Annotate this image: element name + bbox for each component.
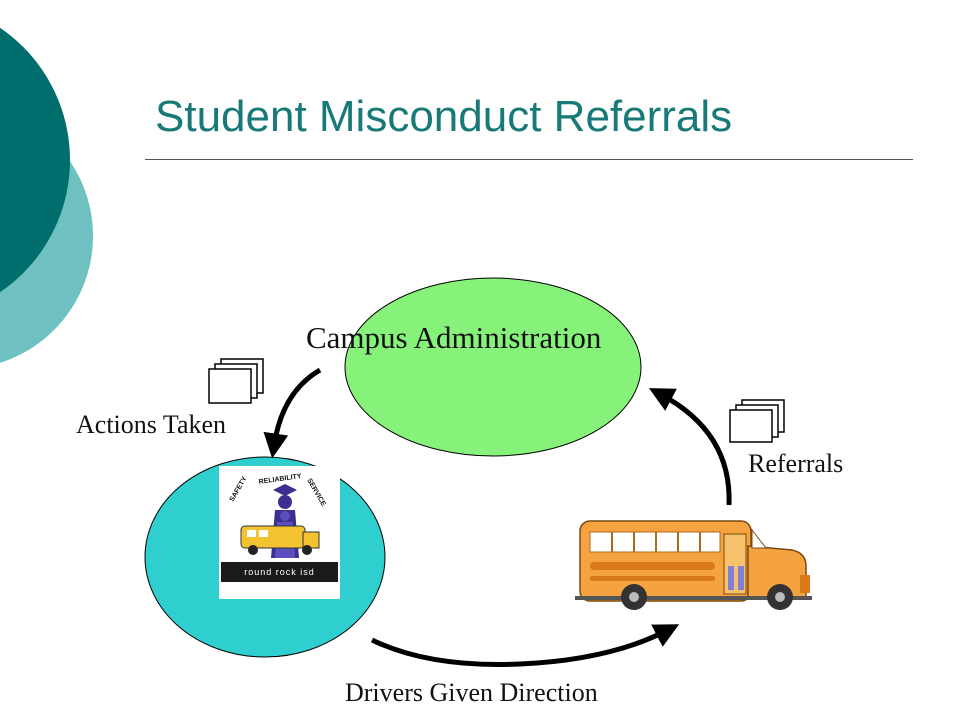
district-logo-emblem: SAFETY RELIABILITY SERVICE <box>229 473 327 558</box>
drivers-given-direction-arrow <box>370 624 680 667</box>
drivers-given-direction-label: Drivers Given Direction <box>345 678 598 707</box>
district-logo: SAFETY RELIABILITY SERVICE round rock is… <box>219 466 340 599</box>
document-stack-icon-right <box>729 399 785 443</box>
logo-arc-text-service: SERVICE <box>305 478 327 508</box>
referrals-label: Referrals <box>748 449 844 478</box>
referrals-arrow <box>648 388 732 506</box>
title-divider <box>145 159 913 160</box>
actions-taken-label: Actions Taken <box>76 410 227 439</box>
logo-arc-text-safety: SAFETY <box>229 475 249 503</box>
logo-wordmark: round rock isd <box>221 562 338 582</box>
campus-administration-label: Campus Administration <box>306 320 602 355</box>
decor-circle-dark <box>0 27 70 293</box>
campus-administration-node <box>344 277 642 457</box>
school-bus-icon <box>575 520 812 610</box>
slide-title: Student Misconduct Referrals <box>155 92 733 141</box>
document-stack-icon-left <box>208 358 264 404</box>
actions-taken-arrow <box>263 367 322 459</box>
logo-arc-text-reliability: RELIABILITY <box>258 473 302 486</box>
